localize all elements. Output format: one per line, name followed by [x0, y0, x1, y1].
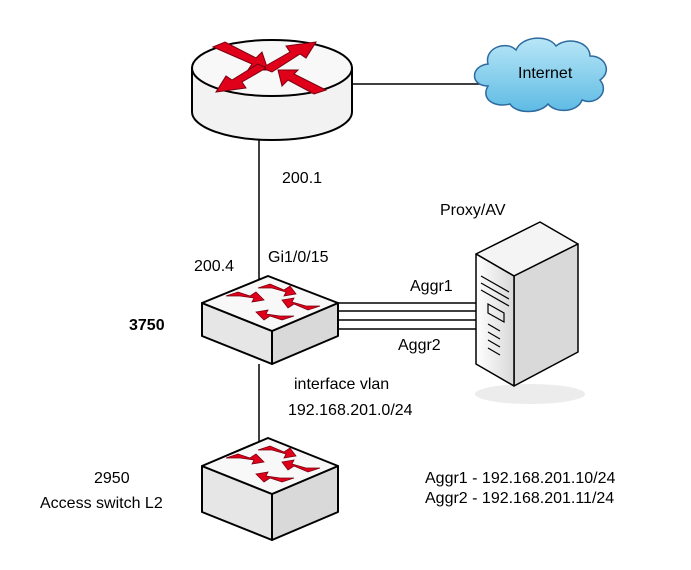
uplink-port-label: Gi1/0/15: [268, 249, 329, 266]
internet-label: Internet: [518, 65, 573, 82]
vlan-subnet-label: 192.168.201.0/24: [288, 402, 413, 419]
aggregate-links: [338, 302, 482, 330]
switch-2950-desc-label: Access switch L2: [40, 495, 163, 512]
links: [258, 83, 498, 450]
proxy-label: Proxy/AV: [440, 202, 506, 219]
router-ip-label: 200.1: [282, 170, 322, 187]
proxy-server-icon[interactable]: [475, 221, 585, 404]
aggr2-ip-label: Aggr2 - 192.168.201.11/24: [425, 490, 614, 507]
vlan-title-label: interface vlan: [294, 376, 389, 393]
router-icon[interactable]: [191, 39, 353, 141]
switch-3750-icon[interactable]: [201, 275, 339, 365]
switch-3750-label: 3750: [129, 317, 165, 334]
switch-2950-model-label: 2950: [94, 470, 130, 487]
switch-2950-icon[interactable]: [201, 437, 339, 541]
aggr2-link-label: Aggr2: [398, 337, 441, 354]
internet-cloud-icon[interactable]: Internet: [473, 37, 608, 113]
switch-3750-ip-label: 200.4: [194, 258, 234, 275]
aggr1-ip-label: Aggr1 - 192.168.201.10/24: [425, 470, 615, 487]
aggr1-link-label: Aggr1: [410, 278, 453, 295]
